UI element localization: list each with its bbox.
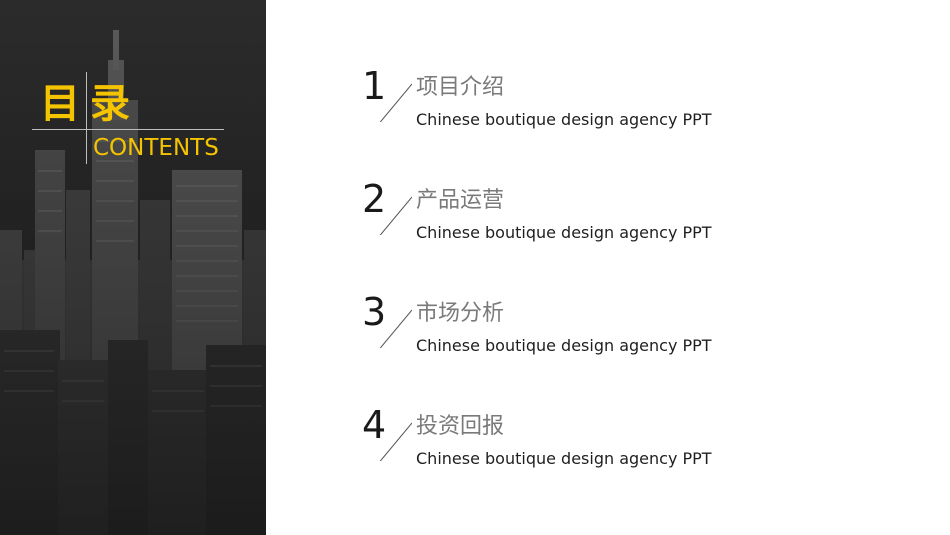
- toc-number: 4: [362, 403, 387, 447]
- title-vertical-divider: [86, 72, 87, 164]
- slash-divider-icon: [379, 83, 412, 122]
- slash-divider-icon: [379, 196, 412, 235]
- toc-title: 产品运营: [416, 188, 505, 213]
- toc-item-1[interactable]: 1 项目介绍 Chinese boutique design agency PP…: [360, 64, 780, 152]
- slash-divider-icon: [379, 422, 412, 461]
- city-skyline-image: [0, 0, 266, 535]
- city-photo-panel: 目录 CONTENTS: [0, 0, 266, 535]
- contents-title-block: 目录 CONTENTS: [32, 72, 232, 167]
- toc-subtitle: Chinese boutique design agency PPT: [416, 336, 712, 355]
- toc-title: 项目介绍: [416, 75, 505, 100]
- contents-title-cn: 目录: [40, 81, 140, 127]
- toc-title: 市场分析: [416, 301, 505, 326]
- toc-item-3[interactable]: 3 市场分析 Chinese boutique design agency PP…: [360, 290, 780, 378]
- toc-number: 2: [362, 177, 387, 221]
- toc-number: 1: [362, 64, 387, 108]
- toc-item-4[interactable]: 4 投资回报 Chinese boutique design agency PP…: [360, 403, 780, 491]
- toc-subtitle: Chinese boutique design agency PPT: [416, 449, 712, 468]
- toc-item-2[interactable]: 2 产品运营 Chinese boutique design agency PP…: [360, 177, 780, 265]
- toc-subtitle: Chinese boutique design agency PPT: [416, 110, 712, 129]
- title-horizontal-divider: [32, 129, 224, 130]
- contents-title-en: CONTENTS: [93, 135, 219, 161]
- toc-subtitle: Chinese boutique design agency PPT: [416, 223, 712, 242]
- toc-number: 3: [362, 290, 387, 334]
- slash-divider-icon: [379, 309, 412, 348]
- toc-title: 投资回报: [416, 414, 505, 439]
